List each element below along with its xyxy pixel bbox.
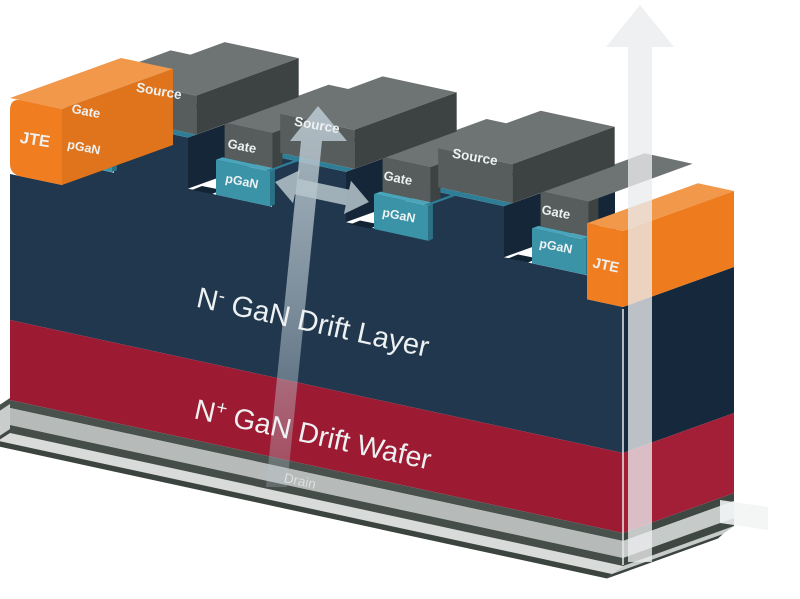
source-front-face — [438, 148, 513, 204]
pgan-side-face — [428, 203, 433, 241]
trench-floor — [350, 220, 380, 229]
fin-top-face — [430, 187, 513, 207]
pgan-top-sliver — [216, 157, 277, 172]
source-side-face — [512, 126, 615, 204]
pgan-front-face — [216, 159, 270, 207]
drain-left-wedge — [0, 404, 10, 436]
gate-label: Gate — [226, 136, 257, 156]
contact-front-edge-a — [10, 400, 623, 541]
pgan-top-sliver — [374, 191, 435, 206]
base-front-edge — [0, 441, 612, 579]
gate-side-face — [272, 129, 283, 169]
jte-left-label: JTE — [19, 129, 52, 152]
jte-left-front-face — [10, 99, 62, 185]
contact-front-edge-b — [10, 425, 623, 566]
drain-label: Drain — [283, 470, 318, 492]
gate-front-face — [224, 122, 273, 169]
lateral-spread-double-arrow-icon — [275, 169, 369, 215]
drain-left-wedge-top — [0, 398, 10, 411]
gate-label: Gate — [70, 101, 101, 121]
base-right-edge — [607, 534, 723, 579]
pgan-front-face — [374, 194, 428, 241]
vertical-current-flow-arrow-icon — [266, 106, 347, 487]
jte-left-top-face — [10, 58, 173, 109]
horizontal-axis-bar-icon — [720, 500, 768, 530]
trench-floor — [192, 186, 222, 194]
drain-left-wedge-bottom — [0, 429, 10, 440]
pgan-label: pGaN — [538, 236, 573, 256]
pgan-front-face — [532, 228, 586, 275]
jte-right-front-face — [587, 223, 623, 307]
base-top-face — [0, 433, 623, 574]
pgan-label: pGaN — [224, 171, 259, 191]
gate-top-face — [540, 153, 693, 202]
pgan-label: pGaN — [66, 137, 101, 157]
gate-front-face — [382, 157, 431, 203]
source-side-face — [354, 92, 457, 169]
pgan-side-face — [270, 169, 275, 207]
gate-side-face — [430, 163, 441, 203]
gate-front-face — [540, 191, 589, 237]
drift-layer-front-face — [10, 121, 623, 453]
jte-right-label: JTE — [591, 255, 621, 276]
drift-label-superscript: - — [217, 286, 228, 308]
wafer-front-face — [10, 320, 623, 533]
trench-floor — [508, 254, 538, 263]
source-side-face — [196, 58, 299, 135]
wafer-label-superscript: + — [214, 397, 229, 420]
vertical-axis-arrow-icon — [606, 5, 674, 562]
pgan-top-sliver — [532, 225, 593, 240]
source-top-face — [438, 110, 615, 165]
gate-label: Gate — [540, 202, 571, 222]
drain-front-face — [10, 408, 623, 558]
pgan-label: pGaN — [381, 205, 416, 225]
jte-right-top-face — [587, 183, 734, 231]
jte-left-side-face — [62, 69, 173, 185]
gate-label: Gate — [382, 168, 413, 188]
